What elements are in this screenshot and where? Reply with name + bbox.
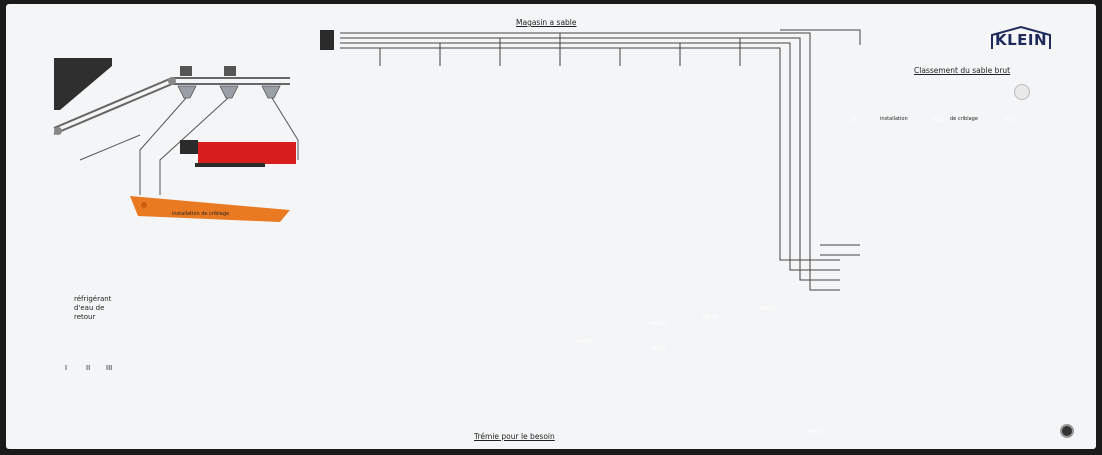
label-installation-left: installation de criblage [172, 211, 229, 217]
red-separator [180, 140, 296, 167]
tag-label: MB.26 [808, 429, 824, 435]
tag-label: MB.19 [576, 339, 592, 345]
screening-installation-left [130, 196, 290, 222]
legend-line: d'eau de [74, 304, 111, 313]
screen-funnels [178, 86, 280, 98]
tag-label: MB.31 [760, 306, 776, 312]
feed-hopper [54, 58, 112, 110]
air-lines [340, 30, 860, 290]
label-installation-right-b: de criblage [950, 116, 978, 122]
legend-line: réfrigérant [74, 295, 111, 304]
motor [180, 66, 192, 76]
klein-logo: KLEIN [986, 25, 1056, 51]
conveyor-top [54, 78, 290, 134]
conveyor-roller [168, 77, 176, 85]
tag-label: 3B.3 [1004, 117, 1015, 123]
conveyor-roller [54, 127, 62, 135]
valve-mark-1: I [65, 364, 67, 372]
tag-label: 3B.2 [932, 117, 943, 123]
air-connector [320, 30, 334, 50]
motor [224, 66, 236, 76]
valve-mark-3: III [106, 364, 112, 372]
tag-label: MB.38 [702, 315, 718, 321]
title-classement: Classement du sable brut [914, 66, 1010, 75]
legend-line: retour [74, 313, 111, 322]
tag-label: MB.25 [650, 321, 666, 327]
logo-text: KLEIN [986, 31, 1056, 49]
title-magasin: Magasin a sable [516, 18, 577, 27]
valve-mark-2: II [86, 364, 90, 372]
tag-label: 3B.1 [850, 117, 861, 123]
title-tremie: Trémie pour le besoin [474, 432, 555, 441]
legend-refrigerant: réfrigérant d'eau de retour [74, 295, 111, 322]
panel-screw [1060, 424, 1074, 438]
panel-switch[interactable] [1014, 84, 1030, 100]
tag-label: MB.21 [650, 346, 666, 352]
label-installation-right-a: installation [880, 116, 908, 122]
